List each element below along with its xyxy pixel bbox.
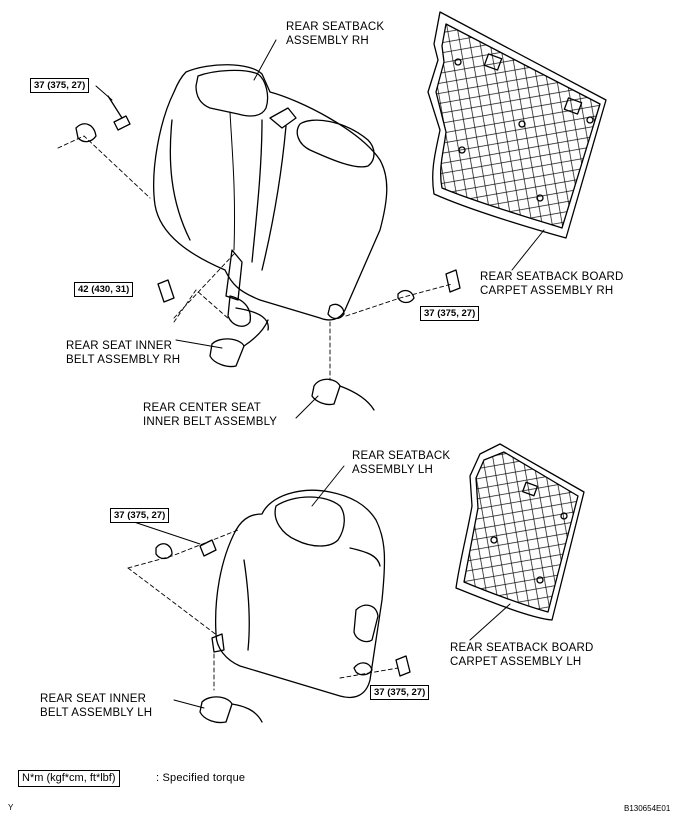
rear-seatback-board-rh-drawing [427, 11, 607, 239]
bracket-top-left-drawing [75, 123, 97, 143]
label-line: REAR SEAT INNER [66, 340, 173, 352]
label-line: ASSEMBLY RH [286, 35, 369, 47]
bolt-belt-rh-drawing [157, 253, 235, 323]
label-line: REAR SEAT INNER [40, 693, 147, 705]
label-rear-seatback-assembly-lh: REAR SEATBACK ASSEMBLY LH [352, 449, 450, 477]
rear-seatback-lh-drawing [211, 489, 386, 699]
torque-spec-right-lh: 37 (375, 27) [370, 685, 430, 700]
leader-lines [95, 39, 545, 709]
center-belt-buckle-drawing [311, 378, 341, 406]
torque-legend-units: N*m (kgf*cm, ft*lbf) [18, 770, 120, 787]
label-rear-seat-inner-belt-rh: REAR SEAT INNER BELT ASSEMBLY RH [66, 339, 180, 367]
torque-spec-right-rh: 37 (375, 27) [420, 306, 480, 321]
label-rear-seatback-board-lh: REAR SEATBACK BOARD CARPET ASSEMBLY LH [450, 641, 594, 669]
torque-spec-left-lh: 37 (375, 27) [110, 508, 170, 523]
label-line: ASSEMBLY LH [352, 464, 434, 476]
torque-spec-belt-rh: 42 (430, 31) [74, 282, 134, 297]
bolt-right-rh-drawing [345, 269, 461, 317]
label-line: REAR SEATBACK BOARD [480, 271, 624, 283]
corner-letter: Y [8, 803, 14, 812]
label-line: CARPET ASSEMBLY RH [480, 285, 614, 297]
figure-code: B130654E01 [624, 804, 671, 813]
bolt-right-lh-drawing [339, 655, 411, 679]
label-line: REAR SEATBACK [286, 21, 385, 33]
bolt-left-lh-drawing [127, 529, 239, 637]
rear-seatback-rh-drawing [153, 64, 388, 331]
label-line: INNER BELT ASSEMBLY [143, 416, 278, 428]
rear-seatback-board-lh-drawing [455, 443, 585, 621]
belt-tongue-lh-drawing [199, 696, 233, 724]
label-rear-center-seat-inner-belt: REAR CENTER SEAT INNER BELT ASSEMBLY [143, 401, 277, 429]
belt-tongue-rh-drawing [209, 338, 245, 368]
label-line: BELT ASSEMBLY LH [40, 707, 153, 719]
label-line: CARPET ASSEMBLY LH [450, 656, 582, 668]
label-rear-seatback-assembly-rh: REAR SEATBACK ASSEMBLY RH [286, 20, 384, 48]
label-line: BELT ASSEMBLY RH [66, 354, 181, 366]
label-line: REAR CENTER SEAT [143, 402, 262, 414]
label-line: REAR SEATBACK [352, 450, 451, 462]
label-rear-seatback-board-rh: REAR SEATBACK BOARD CARPET ASSEMBLY RH [480, 270, 624, 298]
torque-spec-top-left: 37 (375, 27) [30, 78, 90, 93]
bolt-top-left-drawing [107, 95, 131, 131]
label-rear-seat-inner-belt-lh: REAR SEAT INNER BELT ASSEMBLY LH [40, 692, 152, 720]
label-line: REAR SEATBACK BOARD [450, 642, 594, 654]
torque-legend-description: : Specified torque [156, 772, 246, 784]
